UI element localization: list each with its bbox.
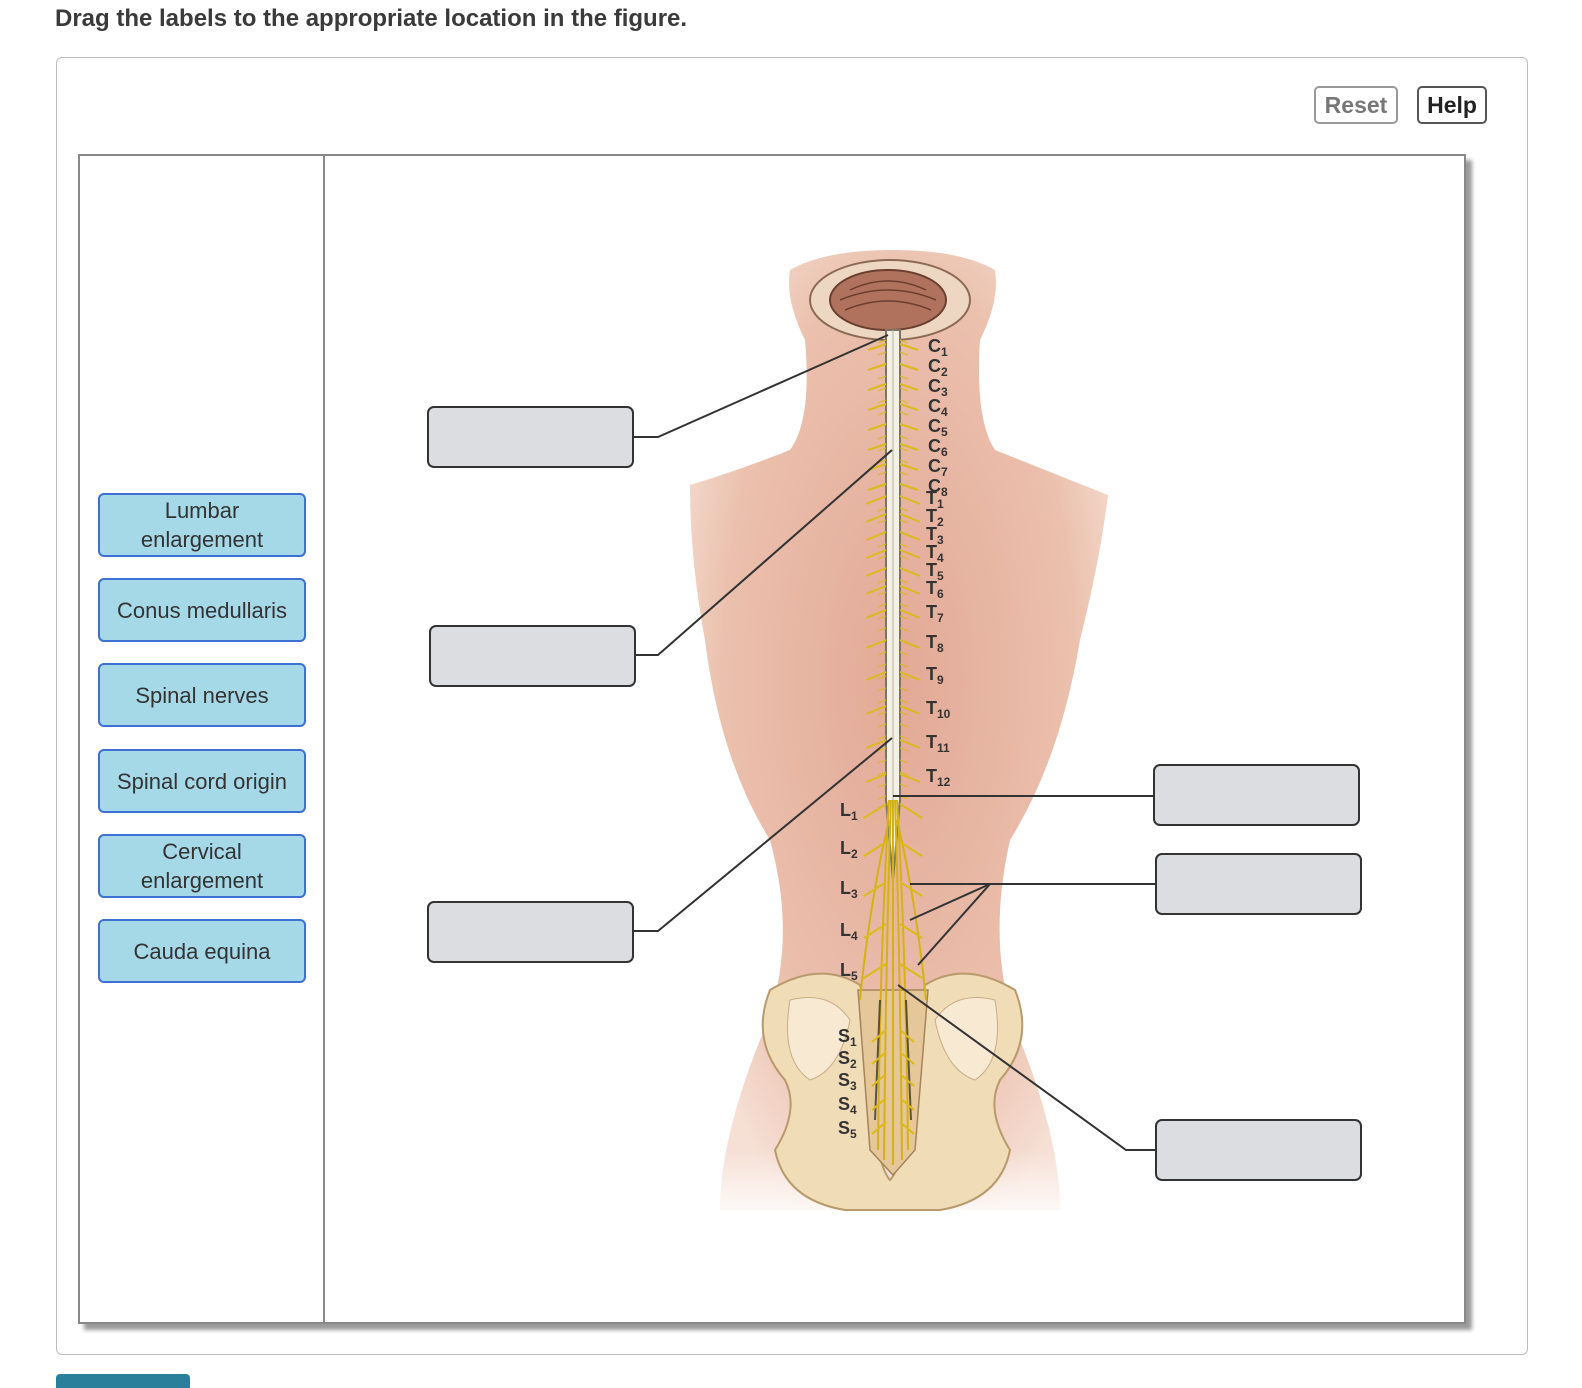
label-lumbar-enlargement[interactable]: Lumbar enlargement <box>98 493 306 557</box>
drop-target-1[interactable] <box>427 406 634 468</box>
spinal-nerve-left <box>871 1121 887 1135</box>
spinal-nerve-left <box>871 1097 887 1111</box>
spinal-nerve-left <box>863 923 887 939</box>
vertebra-labels: C1C2C3C4C5C6C7C8T1T2T3T4T5T6T7T8T9T10T11… <box>838 336 951 1141</box>
label-bank <box>78 154 325 1324</box>
vertebra-label: T7 <box>926 602 944 625</box>
spinal-nerve-right <box>899 1073 915 1087</box>
vertebra-label: C8 <box>928 476 948 499</box>
spinal-nerve-right <box>899 1029 915 1043</box>
vertebra-label: T11 <box>926 732 950 755</box>
vertebra-label: T5 <box>926 560 944 583</box>
spinal-nerve-left <box>865 773 887 783</box>
vertebra-label: S5 <box>838 1118 857 1141</box>
spinal-nerve-right <box>899 671 921 681</box>
vertebra-label: L5 <box>840 960 858 983</box>
spinal-nerve-left <box>863 841 887 857</box>
vertebra-label: T9 <box>926 664 944 687</box>
spinal-nerve-right <box>899 963 923 979</box>
spinal-nerve-left <box>865 671 887 681</box>
drop-target-2[interactable] <box>429 625 636 687</box>
vertebra-label: T4 <box>926 542 944 565</box>
spinal-nerve-left <box>865 549 887 559</box>
spinal-nerve-left <box>863 881 887 897</box>
instruction-text: Drag the labels to the appropriate locat… <box>55 5 688 32</box>
spinal-nerve-right <box>899 513 921 523</box>
spinal-nerve-left <box>865 739 887 749</box>
leader-lines <box>634 334 1155 1151</box>
spinal-nerve-left <box>865 513 887 523</box>
vertebra-label: T1 <box>926 488 944 511</box>
vertebra-label: L2 <box>840 838 858 861</box>
cerebellum <box>829 269 947 331</box>
vertebra-label: C5 <box>928 416 948 439</box>
vertebra-label: T2 <box>926 506 944 529</box>
spinal-nerve-left <box>863 963 887 979</box>
label-conus-medullaris[interactable]: Conus medullaris <box>98 578 306 642</box>
spinal-nerve-left <box>865 705 887 715</box>
vertebra-label: C7 <box>928 456 948 479</box>
spinal-nerve-left <box>867 403 887 411</box>
spinal-nerve-right <box>899 549 921 559</box>
spinal-nerve-right <box>899 881 923 897</box>
spinal-nerve-right <box>899 841 923 857</box>
reset-button[interactable]: Reset <box>1314 86 1398 124</box>
vertebra-label: S1 <box>838 1026 857 1049</box>
vertebra-label: L1 <box>840 800 858 823</box>
spinal-nerves <box>863 339 923 1135</box>
drop-target-6[interactable] <box>1155 1119 1362 1181</box>
spinal-nerve-right <box>899 443 919 451</box>
spinal-nerve-right <box>899 585 921 595</box>
spinal-nerve-left <box>863 803 887 819</box>
vertebra-label: C1 <box>928 336 948 359</box>
spinal-nerve-left <box>865 585 887 595</box>
spinal-nerve-right <box>899 383 919 391</box>
spinal-nerve-right <box>899 1121 915 1135</box>
cauda-equina-strands <box>859 799 927 1165</box>
spinal-nerve-left <box>871 1029 887 1043</box>
spinal-nerve-left <box>867 443 887 451</box>
spinal-nerve-right <box>899 705 921 715</box>
spinal-nerve-right <box>899 739 921 749</box>
spinal-nerve-left <box>871 1051 887 1065</box>
spinal-nerve-left <box>867 383 887 391</box>
label-spinal-nerves[interactable]: Spinal nerves <box>98 663 306 727</box>
spinal-nerve-right <box>899 463 919 471</box>
vertebra-label: L4 <box>840 920 858 943</box>
vertebra-label: S2 <box>838 1048 857 1071</box>
label-cervical-enlargement[interactable]: Cervical enlargement <box>98 834 306 898</box>
vertebra-label: T8 <box>926 632 944 655</box>
spinal-nerve-right <box>899 923 923 939</box>
drop-target-3[interactable] <box>427 901 634 963</box>
spinal-nerve-right <box>899 1051 915 1065</box>
label-spinal-cord-origin[interactable]: Spinal cord origin <box>98 749 306 813</box>
drop-target-4[interactable] <box>1153 764 1360 826</box>
vertebra-label: C3 <box>928 376 948 399</box>
spinal-nerve-right <box>899 403 919 411</box>
vertebra-label: C6 <box>928 436 948 459</box>
vertebra-label: L3 <box>840 878 858 901</box>
spinal-nerve-left <box>867 343 887 351</box>
spinal-nerve-right <box>899 773 921 783</box>
vertebra-label: T3 <box>926 524 944 547</box>
drop-target-5[interactable] <box>1155 853 1362 915</box>
vertebra-label: C4 <box>928 396 948 419</box>
vertebra-label: T12 <box>926 766 951 789</box>
spinal-nerve-right <box>899 609 921 619</box>
label-cauda-equina[interactable]: Cauda equina <box>98 919 306 983</box>
spinal-nerve-right <box>899 803 923 819</box>
vertebra-label: S4 <box>838 1094 857 1117</box>
vertebra-label: C2 <box>928 356 948 379</box>
vertebra-label: T6 <box>926 578 944 601</box>
submit-button-partial[interactable] <box>56 1374 190 1388</box>
vertebra-label: S3 <box>838 1070 857 1093</box>
spinal-nerve-right <box>899 1097 915 1111</box>
spinal-nerve-right <box>899 343 919 351</box>
vertebra-label: T10 <box>926 698 951 721</box>
spinal-nerve-left <box>865 609 887 619</box>
help-button[interactable]: Help <box>1417 86 1487 124</box>
spinal-nerve-left <box>871 1073 887 1087</box>
